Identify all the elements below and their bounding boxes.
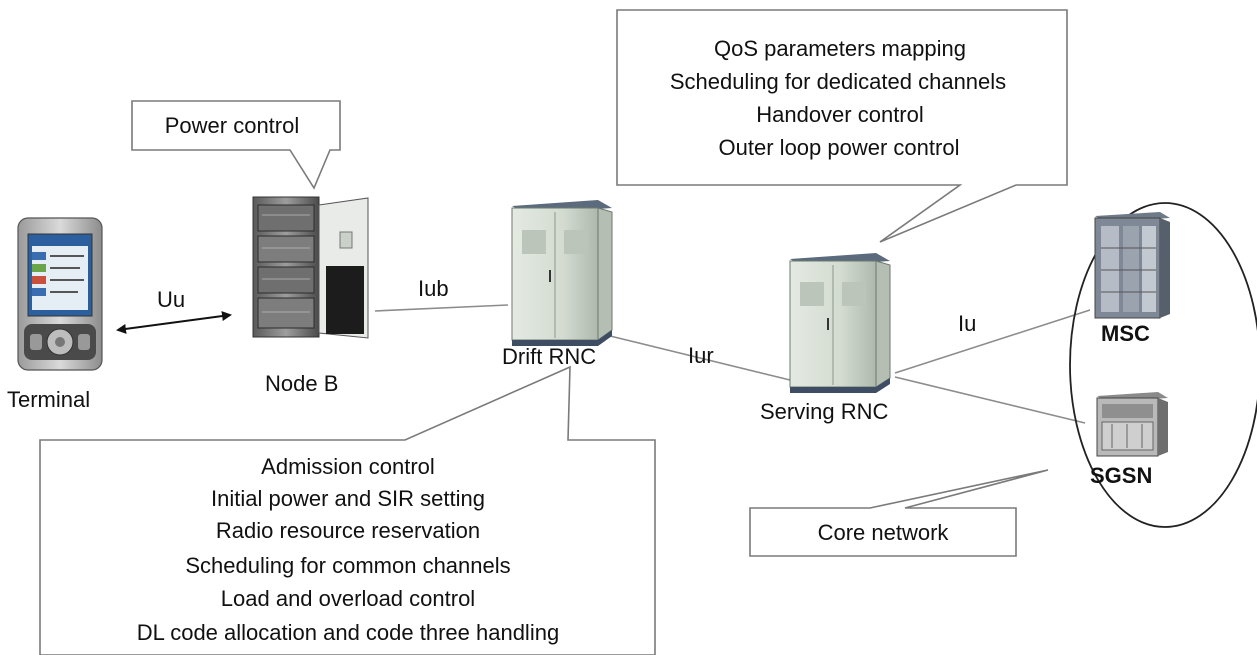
terminal-phone-icon <box>17 217 103 371</box>
callout-line-handover: Handover control <box>756 102 924 127</box>
drift-rnc-cabinet-icon <box>511 200 613 346</box>
node-b-cabinet-icon <box>252 196 369 339</box>
terminal-label: Terminal <box>7 387 90 412</box>
node-b-label: Node B <box>265 371 338 396</box>
power-control-line: Power control <box>165 113 300 138</box>
msc-label: MSC <box>1101 321 1150 346</box>
callout-line-dl-code: DL code allocation and code three handli… <box>137 620 559 645</box>
callout-line-outer-loop: Outer loop power control <box>719 135 960 160</box>
core-network-callout <box>749 469 1049 557</box>
callout-line-load: Load and overload control <box>221 586 475 611</box>
power-control-callout <box>131 100 341 190</box>
iu-label: Iu <box>958 311 976 336</box>
iub-label: Iub <box>418 276 449 301</box>
serving-rnc-callout <box>616 9 1068 243</box>
iur-link <box>605 334 791 381</box>
sgsn-server-icon <box>1096 392 1168 457</box>
iur-label: Iur <box>688 343 714 368</box>
uu-label: Uu <box>157 287 185 312</box>
sgsn-label: SGSN <box>1090 463 1152 488</box>
callout-line-dedicated: Scheduling for dedicated channels <box>670 69 1006 94</box>
serving-rnc-label: Serving RNC <box>760 399 888 424</box>
iu-sgsn-link <box>894 376 1086 424</box>
iub-link <box>374 304 509 312</box>
uu-arrow <box>116 311 232 334</box>
drift-rnc-label: Drift RNC <box>502 344 596 369</box>
callout-line-qos: QoS parameters mapping <box>714 36 966 61</box>
iu-msc-link <box>894 309 1091 374</box>
serving-rnc-cabinet-icon <box>789 253 891 393</box>
callout-line-common-channels: Scheduling for common channels <box>185 553 510 578</box>
msc-rack-icon <box>1094 212 1170 319</box>
core-network-ellipse <box>1069 202 1257 528</box>
drift-rnc-callout <box>39 365 656 655</box>
callout-line-admission: Admission control <box>261 454 435 479</box>
core-network-line: Core network <box>818 520 950 545</box>
callout-line-initial-power: Initial power and SIR setting <box>211 486 485 511</box>
callout-line-radio-resource: Radio resource reservation <box>216 518 480 543</box>
